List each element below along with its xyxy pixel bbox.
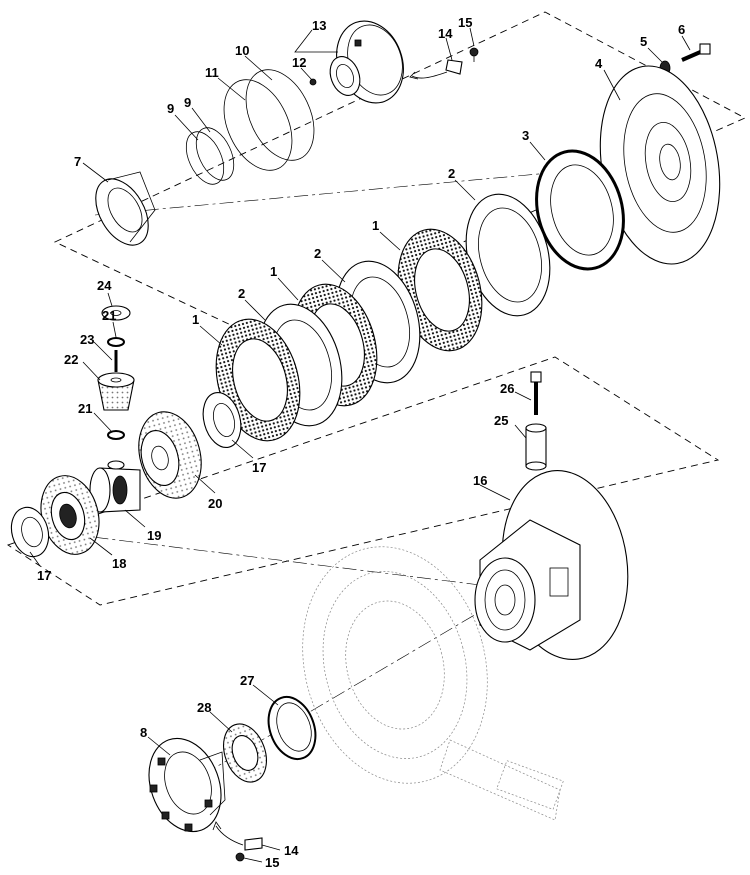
callout-12: 12 [292, 55, 306, 70]
callout-7: 7 [74, 154, 81, 169]
callout-19: 19 [147, 528, 161, 543]
sleeve-25 [525, 423, 547, 471]
callout-labels: 13 15 14 12 10 11 9 9 7 6 5 4 3 2 1 2 1 … [37, 15, 685, 870]
leader-lines [29, 27, 691, 863]
ring-10 [245, 69, 315, 161]
steel-plate-2-top [465, 193, 551, 317]
callout-20: 20 [208, 496, 222, 511]
callout-8: 8 [140, 725, 147, 740]
carrier-housing-16 [474, 469, 629, 661]
callout-15-lower: 15 [265, 855, 279, 870]
callout-28: 28 [197, 700, 211, 715]
diff-housing-19 [89, 460, 141, 513]
screw-15-lower [235, 852, 245, 862]
side-gear-20 [138, 411, 202, 499]
screw-15-upper [469, 47, 479, 62]
lower-group-boundary [6, 356, 720, 606]
adjusting-nut-8 [148, 737, 226, 833]
callout-22: 22 [64, 352, 78, 367]
clip-14-upper [409, 59, 463, 80]
pinion-gear-22 [97, 372, 135, 411]
callout-27: 27 [240, 673, 254, 688]
ring-11 [223, 79, 293, 171]
seal-3 [535, 149, 625, 271]
snap-ring-21-bottom [107, 430, 125, 440]
washer-24 [101, 305, 131, 321]
thrust-washer-17-middle [202, 392, 242, 448]
callout-26: 26 [500, 381, 514, 396]
callout-15-upper: 15 [458, 15, 472, 30]
callout-2-left: 2 [238, 286, 245, 301]
callout-17-middle: 17 [252, 460, 266, 475]
lower-axis [159, 599, 501, 801]
callout-11: 11 [205, 65, 219, 80]
bearing-cup-27 [267, 696, 317, 760]
ring-gear-ghost [302, 546, 564, 821]
ring-9b [195, 127, 235, 181]
callout-1-middle: 1 [270, 264, 277, 279]
callout-25: 25 [494, 413, 508, 428]
callout-21-bottom: 21 [78, 401, 92, 416]
callout-21-top: 21 [102, 308, 116, 323]
callout-13: 13 [312, 18, 326, 33]
piston-13 [329, 20, 404, 104]
callout-1-left: 1 [192, 312, 199, 327]
ring-9a [185, 131, 225, 185]
bolt-6 [681, 43, 711, 62]
callout-18: 18 [112, 556, 126, 571]
callout-16: 16 [473, 473, 487, 488]
bearing-cone-28 [223, 723, 267, 783]
snap-ring-21-top [107, 337, 125, 347]
callout-2-top: 2 [448, 166, 455, 181]
callout-4: 4 [595, 56, 603, 71]
callout-23: 23 [80, 332, 94, 347]
callout-14-upper: 14 [438, 26, 453, 41]
screw-12 [309, 78, 317, 86]
clip-14-lower [212, 821, 263, 851]
callout-3: 3 [522, 128, 529, 143]
callout-14-lower: 14 [284, 843, 299, 858]
callout-9b: 9 [184, 95, 191, 110]
callout-2-middle: 2 [314, 246, 321, 261]
callout-1-right: 1 [372, 218, 379, 233]
callout-17-left: 17 [37, 568, 51, 583]
callout-10: 10 [235, 43, 249, 58]
callout-6: 6 [678, 22, 685, 37]
thrust-washer-17-left [10, 506, 50, 558]
callout-9a: 9 [167, 101, 174, 116]
callout-24: 24 [97, 278, 112, 293]
bearing-7 [95, 171, 156, 246]
callout-5: 5 [640, 34, 647, 49]
bolt-26 [530, 371, 542, 415]
side-gear-18 [40, 475, 100, 555]
washer-24-hole [110, 310, 122, 316]
